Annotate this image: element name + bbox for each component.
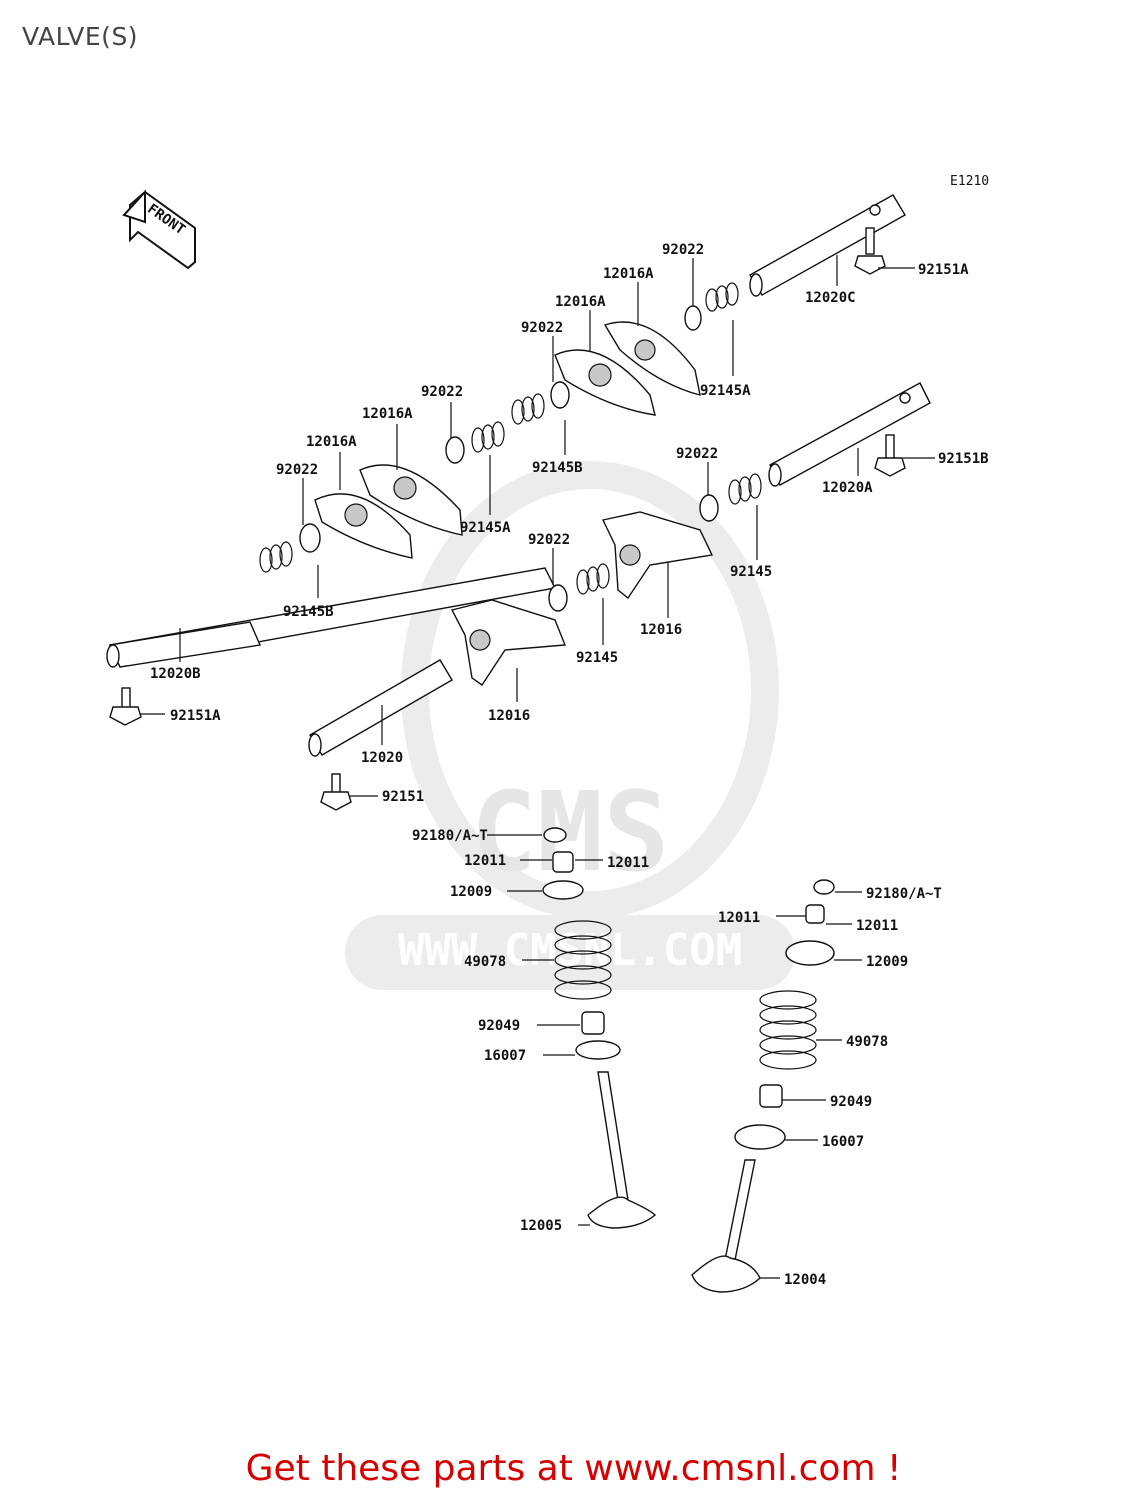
bolt-92151a-left — [109, 687, 142, 726]
diagram-code: E1210 — [950, 174, 989, 189]
label-12011: 12011 — [856, 918, 898, 934]
label-49078: 49078 — [846, 1034, 888, 1050]
label-12011: 12011 — [607, 855, 649, 871]
spring-92145b-1 — [511, 393, 545, 425]
label-92151a: 92151A — [170, 708, 221, 724]
label-92145b: 92145B — [532, 460, 583, 476]
label-92049: 92049 — [478, 1018, 520, 1034]
label-16007: 16007 — [822, 1134, 864, 1150]
valve-assembly-right — [691, 879, 835, 1293]
label-12011: 12011 — [464, 853, 506, 869]
shaft-12020 — [308, 659, 453, 757]
washer-92022-1 — [684, 305, 702, 331]
page-title: VALVE(S) — [22, 22, 139, 51]
label-92049: 92049 — [830, 1094, 872, 1110]
shaft-12020a — [768, 382, 931, 487]
part-labels: 92022 12016A 12016A 92022 92145A 12020C … — [150, 242, 989, 1288]
bolt-92151b — [874, 434, 906, 477]
footer-promo-link[interactable]: Get these parts at www.cmsnl.com ! — [245, 1448, 902, 1489]
spring-92145-2 — [576, 563, 610, 595]
label-92145b: 92145B — [283, 604, 334, 620]
bolt-92151 — [320, 773, 352, 811]
rocker-arm-12016-1 — [601, 511, 714, 600]
label-92022: 92022 — [421, 384, 463, 400]
label-12009: 12009 — [450, 884, 492, 900]
label-12016a: 12016A — [603, 266, 654, 282]
washer-92022-3 — [445, 436, 465, 464]
washer-92022-2 — [550, 381, 570, 409]
spring-92145b-2 — [259, 541, 293, 573]
label-12020c: 12020C — [805, 290, 856, 306]
label-12016a: 12016A — [362, 406, 413, 422]
label-92022: 92022 — [521, 320, 563, 336]
label-16007: 16007 — [484, 1048, 526, 1064]
label-92151b: 92151B — [938, 451, 989, 467]
label-92151: 92151 — [382, 789, 424, 805]
rocker-arm-12016a-4 — [314, 493, 413, 559]
front-arrow-icon: FRONT — [122, 189, 196, 270]
label-92145: 92145 — [730, 564, 772, 580]
label-12016: 12016 — [488, 708, 530, 724]
rocker-arm-12016a-2 — [554, 349, 656, 416]
spring-92145-1 — [728, 473, 762, 505]
label-12020b: 12020B — [150, 666, 201, 682]
washer-92022-6 — [548, 584, 568, 612]
label-92022: 92022 — [662, 242, 704, 258]
label-12016a: 12016A — [555, 294, 606, 310]
rocker-arm-12016a-3 — [359, 464, 463, 536]
label-12016a: 12016A — [306, 434, 357, 450]
bolt-92151a-top — [854, 227, 886, 275]
label-92151a: 92151A — [918, 262, 969, 278]
label-92180: 92180/A~T — [412, 828, 488, 844]
rocker-arm-12016-2 — [450, 599, 567, 686]
label-92145: 92145 — [576, 650, 618, 666]
label-12011: 12011 — [718, 910, 760, 926]
label-12009: 12009 — [866, 954, 908, 970]
label-12005: 12005 — [520, 1218, 562, 1234]
label-92145a: 92145A — [700, 383, 751, 399]
valve-assembly-left — [542, 827, 657, 1229]
shaft-12020c — [749, 194, 906, 297]
washer-92022-5 — [699, 494, 719, 522]
spring-92145a-2 — [471, 421, 505, 453]
watermark-brand: CMS — [471, 768, 670, 896]
washer-92022-4 — [299, 523, 321, 553]
label-12020: 12020 — [361, 750, 403, 766]
label-92022: 92022 — [276, 462, 318, 478]
leader-lines — [140, 255, 935, 1279]
label-12004: 12004 — [784, 1272, 826, 1288]
label-92145a: 92145A — [460, 520, 511, 536]
label-12016: 12016 — [640, 622, 682, 638]
shaft-12020b — [106, 567, 557, 668]
label-92180: 92180/A~T — [866, 886, 942, 902]
label-92022: 92022 — [528, 532, 570, 548]
label-92022: 92022 — [676, 446, 718, 462]
label-49078: 49078 — [464, 954, 506, 970]
spring-92145a-1 — [705, 282, 739, 312]
label-12020a: 12020A — [822, 480, 873, 496]
rocker-arm-12016a-1 — [603, 321, 701, 396]
